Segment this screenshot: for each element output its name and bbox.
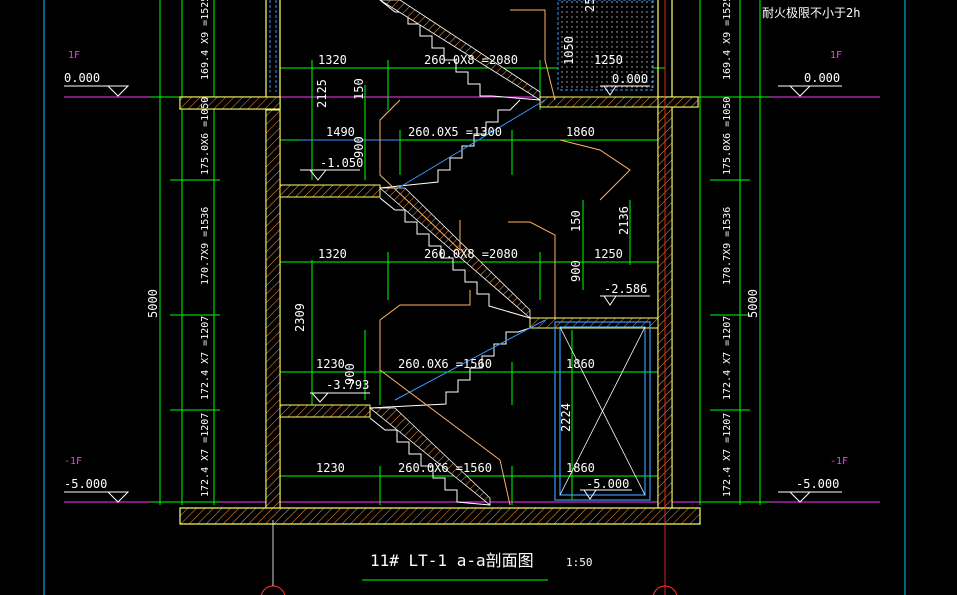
drawing-scale: 1:50 [566, 556, 593, 569]
level-elev-1f-right: 0.000 [804, 71, 840, 85]
dotted-region [557, 0, 654, 91]
level-elev-b1-right: -5.000 [796, 477, 839, 491]
level-tag-1f-right: 1F [830, 50, 842, 61]
elev-2586: -2.586 [604, 282, 647, 296]
dim-r4-left: 1230 [316, 357, 345, 371]
landings [279, 96, 659, 418]
drawing-title: 11# LT-1 a-a剖面图 [370, 551, 534, 570]
elev-5-inner: -5.000 [586, 477, 629, 491]
vdim-150a: 150 [352, 78, 366, 100]
dim-r3-run: 260.0X8 =2080 [424, 247, 518, 261]
fire-rating-note: 耐火极限不小于2h [762, 6, 860, 20]
dim-r2-right: 1860 [566, 125, 595, 139]
stair-dim-1-right: 169.4 X9 =1525 [722, 0, 733, 80]
dim-r5-left: 1230 [316, 461, 345, 475]
stair-dim-2-right: 175.0X6 =1050 [722, 97, 733, 175]
vdim-2125: 2125 [315, 79, 329, 108]
top-slab-hatch [179, 96, 281, 110]
stair-dim-5-right: 172.4 X7 =1207 [722, 413, 733, 497]
stair-dim-3-right: 170.7X9 =1536 [722, 207, 733, 285]
level-elev-b1-left: -5.000 [64, 477, 107, 491]
dim-r1-left: 1320 [318, 53, 347, 67]
left-wall-hatch [265, 109, 281, 521]
stair-stringers [368, 0, 541, 506]
elev-0-inner: 0.000 [612, 72, 648, 86]
vdim-150b: 150 [569, 210, 583, 232]
top-window [269, 0, 277, 92]
dim-r1-run: 260.0X8 =2080 [424, 53, 518, 67]
dim-r3-left: 1320 [318, 247, 347, 261]
level-markers [64, 85, 842, 503]
stair-dim-5: 172.4 X7 =1207 [200, 413, 211, 497]
dim-r5-right: 1860 [566, 461, 595, 475]
vdim-2224: 2224 [559, 403, 573, 432]
stair-dim-4-right: 172.4 X7 =1207 [722, 316, 733, 400]
level-tag-b1-right: -1F [830, 456, 848, 467]
dim-r4-run: 260.0X6 =1560 [398, 357, 492, 371]
railings [300, 99, 546, 401]
stair-dim-2: 175.0X6 =1050 [200, 97, 211, 175]
vdim-2309: 2309 [293, 303, 307, 332]
elev-1050: -1.050 [320, 156, 363, 170]
stair-dim-3: 170.7X9 =1536 [200, 207, 211, 285]
foundation-slab [179, 507, 701, 525]
vdim-900a: 900 [352, 136, 366, 158]
total-height-left: 5000 [146, 289, 160, 318]
vdim-25: 25 [583, 0, 597, 12]
opening-outlines [379, 9, 631, 506]
elev-3793: -3.793 [326, 378, 369, 392]
door-frame [554, 321, 651, 501]
dim-r1-right: 1250 [594, 53, 623, 67]
text-layer: 169.4 X9 =1525 175.0X6 =1050 170.7X9 =15… [64, 0, 860, 570]
vdim-900c: 900 [343, 363, 357, 385]
dim-r2-left: 1490 [326, 125, 355, 139]
grid-bubble-left [260, 585, 286, 595]
stair-flights [369, 0, 541, 506]
vdim-2136: 2136 [617, 206, 631, 235]
dim-r2-run: 260.0X5 =1300 [408, 125, 502, 139]
grid-bubble-right [652, 585, 678, 595]
dim-r4-right: 1860 [566, 357, 595, 371]
dim-r5-run: 260.0X6 =1560 [398, 461, 492, 475]
stair-dim-4: 172.4 X7 =1207 [200, 316, 211, 400]
level-tag-1f-left: 1F [68, 50, 80, 61]
level-elev-1f-left: 0.000 [64, 71, 100, 85]
dim-lines [150, 0, 770, 505]
total-height-right: 5000 [746, 289, 760, 318]
stair-dim-1: 169.4 X9 =1525 [200, 0, 211, 80]
vdim-1050: 1050 [562, 36, 576, 65]
vdim-900b: 900 [569, 260, 583, 282]
level-tag-b1-left: -1F [64, 456, 82, 467]
dim-r3-right: 1250 [594, 247, 623, 261]
